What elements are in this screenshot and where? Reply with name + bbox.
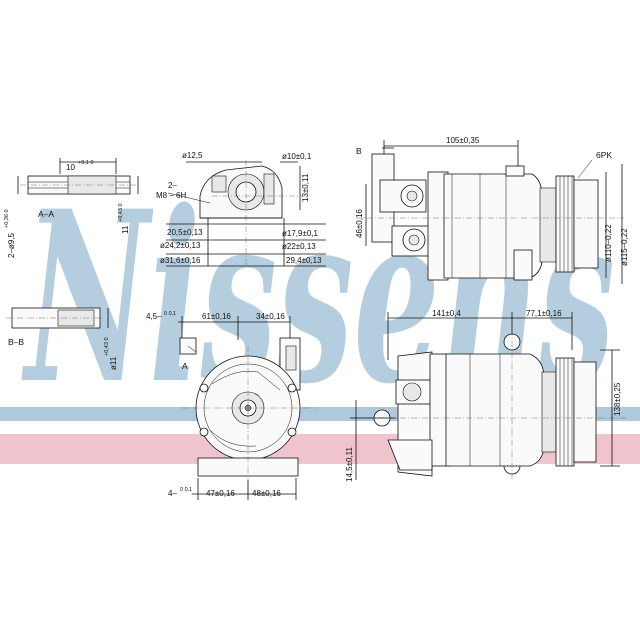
dim-4-5: 4,5–	[146, 312, 162, 321]
dim-d24-2: ø24,2±0,13	[160, 241, 201, 250]
dim-10: 10	[66, 163, 75, 172]
dim-29-4: 29,4±0,13	[286, 256, 322, 265]
dim-2-d9-5-tol: +0,36 0	[4, 209, 10, 228]
dim-d10-0-1: ø10±0,1	[282, 152, 312, 161]
section-bb-view	[6, 307, 109, 329]
dim-d115: ø115–0,22	[620, 228, 629, 266]
fitting-block-view	[166, 160, 326, 267]
dim-d12-5: ø12,5	[182, 151, 203, 160]
section-aa-view	[17, 158, 140, 195]
dim-11-aa: 11	[121, 225, 130, 234]
dim-d11-bb: ø11	[109, 356, 118, 370]
dim-34: 34±0,16	[256, 312, 285, 321]
dim-141: 141±0,4	[432, 309, 461, 318]
dim-4-tol: 0 0,1	[180, 487, 192, 493]
dim-61: 61±0,16	[202, 312, 231, 321]
dim-11-aa-tol: +0,43 0	[118, 203, 124, 222]
dim-10-tol: +0,1 0	[78, 160, 93, 166]
dim-d17-9: ø17,9±0,1	[282, 229, 319, 238]
dim-46: 46±0,16	[355, 209, 364, 238]
dim-48: 48±0,16	[252, 489, 281, 498]
compressor-side-view	[350, 312, 626, 480]
dim-d31-6: ø31,6±0,16	[160, 256, 201, 265]
dim-14-5: 14,5±0,11	[345, 447, 354, 482]
belt-label-6pk: 6PK	[596, 150, 612, 160]
dim-105: 105±0,35	[446, 136, 480, 145]
dim-4: 4–	[168, 489, 177, 498]
dim-77-1: 77,1±0,16	[526, 309, 562, 318]
dim-138: 138±0,25	[613, 382, 622, 416]
dim-d22: ø22±0,13	[282, 242, 316, 251]
compressor-top-view	[356, 140, 624, 284]
section-label-b-top: B	[356, 146, 362, 156]
dim-d11-bb-tol: +0,43 0	[104, 337, 110, 356]
dim-20-5: 20,5±0,13	[167, 228, 203, 237]
dim-2-d9-5: 2–ø9,5	[7, 233, 16, 258]
section-label-bb: B–B	[8, 337, 24, 347]
section-label-a: A	[182, 361, 188, 371]
thread-label-2: 2–	[168, 181, 177, 190]
thread-label-m8: M8 – 6H	[156, 191, 186, 200]
dim-4-5-tol: 0 0,1	[164, 311, 176, 317]
dim-d110: ø110–0,22	[604, 224, 613, 262]
dim-13: 13±0,11	[301, 173, 310, 202]
compressor-front-view	[178, 316, 316, 500]
dim-47: 47±0,16	[206, 489, 235, 498]
section-label-aa: A–A	[38, 209, 54, 219]
